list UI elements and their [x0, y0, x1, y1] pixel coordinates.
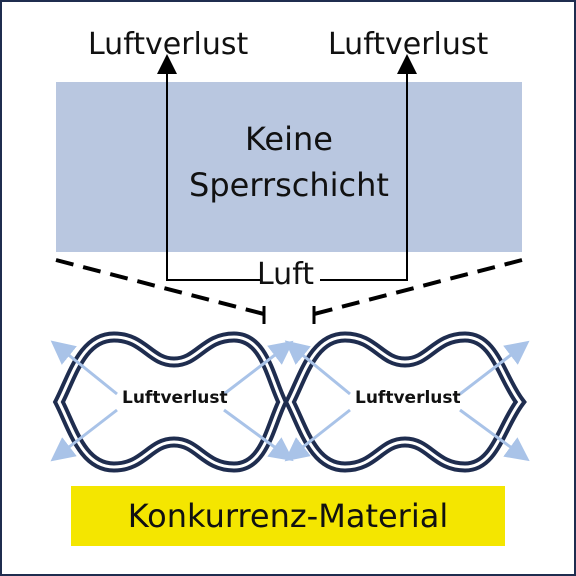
competitor-material-label: Konkurrenz-Material — [127, 497, 449, 535]
air-flow-path — [320, 54, 417, 281]
cell-air-loss-label-right: Luftverlust — [355, 388, 461, 408]
cell-air-loss-label-left: Luftverlust — [122, 388, 228, 408]
no-barrier-line-2: Sperrschicht — [189, 166, 389, 204]
air-cell-right — [283, 331, 527, 473]
air-loss-label-right: Luftverlust — [328, 27, 489, 62]
zoom-line-left — [55, 258, 265, 316]
no-barrier-label: Keine Sperrschicht — [56, 116, 522, 208]
no-barrier-line-1: Keine — [245, 120, 333, 158]
air-cell-left — [52, 331, 289, 473]
air-label: Luft — [257, 257, 314, 292]
air-flow-path — [157, 54, 260, 281]
competitor-material-bar: Konkurrenz-Material — [71, 486, 505, 546]
zoom-line-right — [313, 258, 523, 316]
no-barrier-layer: Keine Sperrschicht — [56, 82, 522, 252]
air-loss-label-left: Luftverlust — [88, 27, 249, 62]
air-escape-arrows — [50, 340, 530, 462]
